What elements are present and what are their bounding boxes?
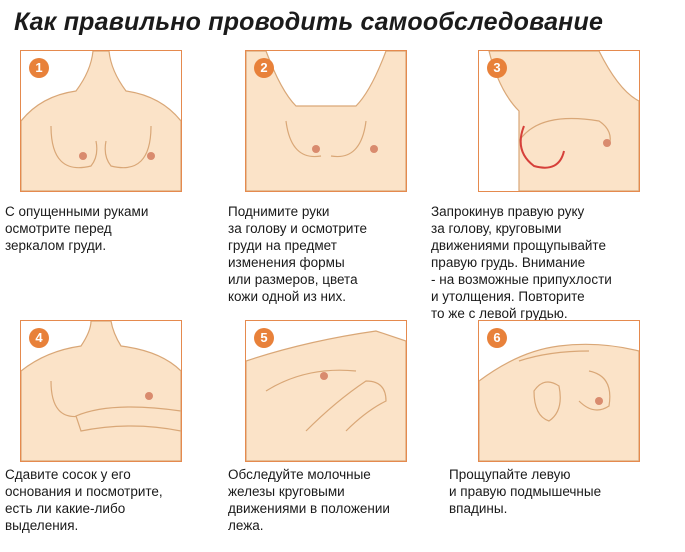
step-5-illustration: 5	[245, 320, 407, 462]
step-number-badge: 5	[254, 328, 274, 348]
step-number-badge: 2	[254, 58, 274, 78]
armpit-exam-illustration	[479, 343, 639, 461]
step-3-illustration: 3	[478, 50, 640, 192]
step-1-caption: С опущенными руками осмотрите перед зерк…	[5, 204, 149, 253]
step-3-caption: Запрокинув правую руку за голову, кругов…	[431, 204, 612, 321]
step-number-badge: 4	[29, 328, 49, 348]
page-title: Как правильно проводить самообследование	[14, 8, 604, 36]
step-number-badge: 6	[487, 328, 507, 348]
step-4-illustration: 4	[20, 320, 182, 462]
nipple-squeeze-illustration	[21, 321, 181, 461]
torso-arms-raised-illustration	[246, 51, 406, 191]
step-5-caption: Обследуйте молочные железы круговыми дви…	[228, 467, 390, 533]
step-1-illustration: 1	[20, 50, 182, 192]
step-number-badge: 1	[29, 58, 49, 78]
step-6-caption: Прощупайте левую и правую подмышечные вп…	[449, 467, 602, 516]
torso-arms-down-illustration	[21, 51, 181, 191]
step-2-illustration: 2	[245, 50, 407, 192]
circular-palpation-illustration	[488, 51, 639, 191]
step-2-caption: Поднимите руки за голову и осмотрите гру…	[228, 204, 368, 304]
step-6-illustration: 6	[478, 320, 640, 462]
step-number-badge: 3	[487, 58, 507, 78]
step-4-caption: Сдавите сосок у его основания и посмотри…	[5, 467, 163, 533]
lying-exam-illustration	[246, 330, 406, 461]
